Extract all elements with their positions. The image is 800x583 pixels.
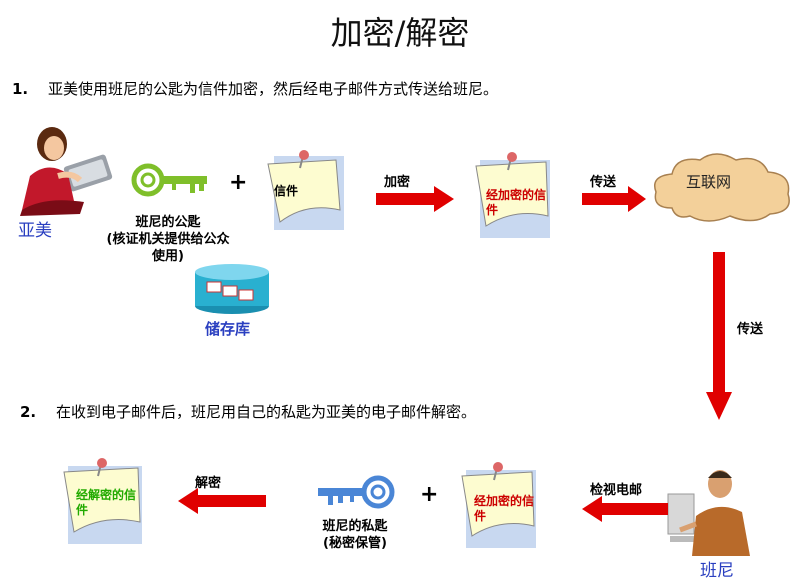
send-arrow-icon xyxy=(582,186,646,212)
encrypted-letter-label-line1: 经加密的信 xyxy=(486,188,547,202)
decrypted-letter-label-line2: 件 xyxy=(76,503,89,517)
amy-label: 亚美 xyxy=(18,221,52,241)
public-key-caption-line3: 使用) xyxy=(152,249,184,264)
step-1: 1. 亚美使用班尼的公匙为信件加密，然后经电子邮件方式传送给班尼。 xyxy=(12,78,498,99)
decrypted-letter-note-icon xyxy=(63,458,142,544)
repository-database-icon xyxy=(195,264,269,314)
encrypted-letter-2-label-line2: 件 xyxy=(474,509,487,523)
public-key-caption-line1: 班尼的公匙 xyxy=(135,215,201,230)
decrypt-label: 解密 xyxy=(195,476,222,491)
page-title: 加密/解密 xyxy=(330,14,470,52)
send-down-arrow-icon xyxy=(706,252,732,420)
encrypted-letter-note-icon-2 xyxy=(461,462,536,548)
benny-person-icon xyxy=(667,470,750,556)
private-key-icon xyxy=(318,475,395,509)
private-key-caption-line2: (秘密保管) xyxy=(323,536,387,551)
decrypt-arrow-icon xyxy=(178,488,266,514)
send-label-1: 传送 xyxy=(590,175,617,190)
check-email-arrow-icon xyxy=(582,496,668,522)
letter-note-icon xyxy=(267,150,344,230)
internet-cloud-icon xyxy=(654,153,790,222)
public-key-caption: 班尼的公匙 (核证机关提供给公众 使用) xyxy=(78,214,258,265)
step-2: 2. 在收到电子邮件后，班尼用自己的私匙为亚美的电子邮件解密。 xyxy=(20,401,476,422)
encrypt-label: 加密 xyxy=(384,175,411,190)
plus-sign-2: + xyxy=(420,482,439,507)
decrypted-letter-label-line1: 经解密的信 xyxy=(76,488,137,502)
step-2-text: 在收到电子邮件后，班尼用自己的私匙为亚美的电子邮件解密。 xyxy=(56,403,477,421)
plus-sign-1: + xyxy=(229,170,248,195)
step-2-number: 2. xyxy=(20,403,37,421)
internet-label: 互联网 xyxy=(686,173,732,191)
public-key-caption-line2: (核证机关提供给公众 xyxy=(106,232,230,247)
public-key-icon xyxy=(131,163,207,197)
step-1-text: 亚美使用班尼的公匙为信件加密，然后经电子邮件方式传送给班尼。 xyxy=(48,80,499,98)
send-label-2: 传送 xyxy=(737,322,764,337)
check-email-label: 检视电邮 xyxy=(590,483,643,498)
amy-person-icon xyxy=(20,127,113,216)
encrypted-letter-2-label-line1: 经加密的信 xyxy=(474,494,535,508)
encrypt-arrow-icon xyxy=(376,186,454,212)
letter-label: 信件 xyxy=(274,184,299,198)
private-key-caption-line1: 班尼的私匙 xyxy=(322,519,388,534)
benny-label: 班尼 xyxy=(700,561,734,581)
encrypted-letter-label-line2: 件 xyxy=(486,203,499,217)
decrypted-letter-label: 经解密的信 件 xyxy=(76,488,136,518)
encrypted-letter-note-icon xyxy=(475,152,550,238)
repository-label: 储存库 xyxy=(205,320,251,338)
encrypted-letter-label: 经加密的信 件 xyxy=(486,188,546,218)
encrypted-letter-label-2: 经加密的信 件 xyxy=(474,494,534,524)
private-key-caption: 班尼的私匙 (秘密保管) xyxy=(290,518,420,552)
step-1-number: 1. xyxy=(12,80,29,98)
